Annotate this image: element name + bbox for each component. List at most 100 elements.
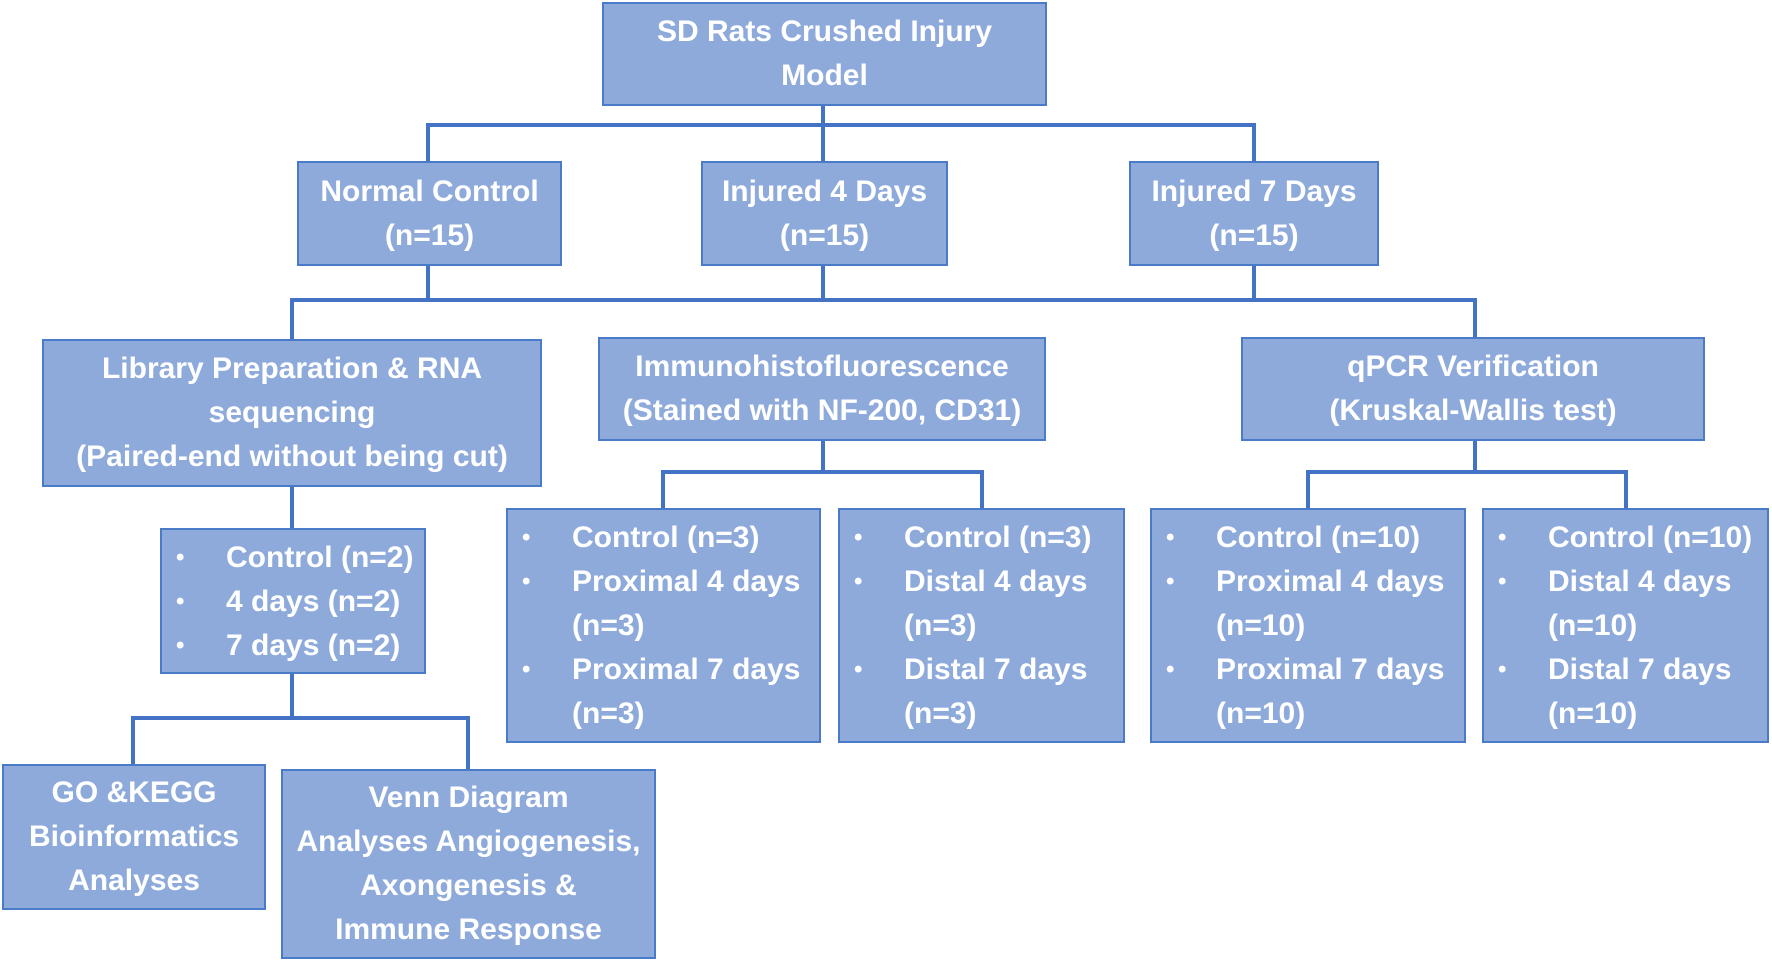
method-line-2: sequencing: [208, 396, 376, 429]
list-item-text: Proximal 7 days: [572, 653, 801, 686]
list-item-count: (n=3): [904, 609, 977, 642]
list-item: • Control (n=3): [522, 516, 800, 560]
list-item-text: Proximal 4 days: [572, 565, 801, 598]
connector-root-to-groups: [426, 104, 1256, 163]
list-box-qpcr-proximal: • Control (n=10) • Proximal 4 days (n=10) •…: [1150, 508, 1466, 743]
list-item-text: Control (n=10): [1548, 521, 1753, 554]
bullet-icon: •: [522, 568, 531, 595]
list-item-text: Control (n=3): [572, 521, 760, 554]
group-box-normal-control: Normal Control (n=15): [297, 161, 562, 266]
list-item: • Control (n=10): [1166, 516, 1444, 560]
group-box-injured-4-days: Injured 4 Days (n=15): [701, 161, 948, 266]
list-item: • Distal 7 days (n=3): [854, 648, 1092, 736]
list-item-count: (n=3): [904, 697, 977, 730]
bullet-icon: •: [1498, 524, 1507, 551]
method-line-2: (Stained with NF-200, CD31): [622, 394, 1022, 427]
bullet-list: • Control (n=10) • Proximal 4 days (n=10) •…: [1166, 516, 1444, 736]
list-item-text: 7 days (n=2): [226, 629, 401, 662]
bullet-icon: •: [1498, 568, 1507, 595]
bullet-icon: •: [522, 524, 531, 551]
list-item-text: Proximal 4 days: [1216, 565, 1445, 598]
list-item-text: Control (n=2): [226, 541, 414, 574]
bullet-icon: •: [854, 568, 863, 595]
list-item-text: Control (n=10): [1216, 521, 1421, 554]
analysis-line-3: Analyses: [68, 864, 200, 897]
root-line-2: Model: [781, 59, 868, 92]
method-box-rna-sequencing: Library Preparation & RNA sequencing (Pa…: [42, 339, 542, 487]
method-line-2: (Kruskal-Wallis test): [1329, 394, 1617, 427]
method-box-immunohistofluorescence: Immunohistofluorescence (Stained with NF…: [598, 337, 1046, 441]
bullet-icon: •: [1166, 524, 1175, 551]
list-item-text: Proximal 7 days: [1216, 653, 1445, 686]
group-label: Normal Control: [320, 174, 539, 208]
group-box-injured-7-days: Injured 7 Days (n=15): [1129, 161, 1379, 266]
bullet-icon: •: [1498, 656, 1507, 683]
list-item-count: (n=10): [1216, 609, 1306, 642]
list-item: • Distal 4 days (n=3): [854, 560, 1092, 648]
root-line-1: SD Rats Crushed Injury: [656, 15, 993, 48]
bullet-icon: •: [854, 524, 863, 551]
list-item: • Control (n=10): [1498, 516, 1752, 560]
group-count: (n=15): [1209, 218, 1299, 252]
connector-groups-to-methods: [290, 264, 1477, 341]
analysis-line-3: Axongenesis &: [360, 869, 577, 902]
list-item-text: Distal 7 days: [1548, 653, 1732, 686]
connector-qpcr-to-panels: [1306, 439, 1628, 510]
analysis-line-2: Analyses Angiogenesis,: [296, 825, 641, 858]
bullet-list: • Control (n=3) • Distal 4 days (n=3) • Dist…: [854, 516, 1092, 736]
method-line-3: (Paired-end without being cut): [76, 440, 508, 473]
bullet-list: •Control (n=2) • 4 days (n=2) • 7 days (n=…: [176, 536, 414, 668]
method-box-qpcr-verification: qPCR Verification (Kruskal-Wallis test): [1241, 337, 1705, 441]
list-item: • Distal 4 days (n=10): [1498, 560, 1752, 648]
group-count: (n=15): [384, 218, 475, 252]
list-item-text: Distal 4 days: [904, 565, 1088, 598]
method-line-1: Library Preparation & RNA: [101, 352, 483, 385]
group-label: Injured 4 Days: [721, 174, 928, 208]
list-item: • Proximal 4 days (n=3): [522, 560, 800, 648]
connector-ihf-to-panels: [661, 439, 984, 510]
list-item: • Proximal 4 days (n=10): [1166, 560, 1444, 648]
list-item: • 7 days (n=2): [176, 624, 414, 668]
list-box-ihf-distal: • Control (n=3) • Distal 4 days (n=3) • Dist…: [838, 508, 1125, 743]
method-line-1: Immunohistofluorescence: [635, 350, 1009, 383]
list-item-count: (n=3): [572, 697, 645, 730]
root-box-model: SD Rats Crushed Injury Model: [602, 2, 1047, 106]
list-item: • Proximal 7 days (n=10): [1166, 648, 1444, 736]
analysis-box-venn-diagram: Venn Diagram Analyses Angiogenesis, Axon…: [281, 769, 656, 959]
bullet-icon: •: [1166, 656, 1175, 683]
list-item: • 4 days (n=2): [176, 580, 414, 624]
bullet-icon: •: [176, 588, 185, 615]
bullet-list: • Control (n=3) • Proximal 4 days (n=3) • Pr…: [522, 516, 800, 736]
analysis-box-go-kegg: GO &KEGG Bioinformatics Analyses: [2, 764, 266, 910]
list-item: • Proximal 7 days (n=3): [522, 648, 800, 736]
bullet-icon: •: [854, 656, 863, 683]
analysis-line-1: Venn Diagram: [368, 781, 569, 814]
list-box-qpcr-distal: • Control (n=10) • Distal 4 days (n=10) • Di…: [1482, 508, 1769, 743]
list-item: • Control (n=3): [854, 516, 1092, 560]
list-item: • Distal 7 days (n=10): [1498, 648, 1752, 736]
analysis-line-1: GO &KEGG: [51, 776, 217, 809]
bullet-icon: •: [522, 656, 531, 683]
analysis-line-2: Bioinformatics: [28, 820, 240, 853]
list-box-rnaseq-samples: •Control (n=2) • 4 days (n=2) • 7 days (n=…: [160, 528, 426, 674]
analysis-line-4: Immune Response: [335, 913, 602, 946]
list-item-text: Control (n=3): [904, 521, 1092, 554]
list-item-text: Distal 4 days: [1548, 565, 1732, 598]
list-box-ihf-proximal: • Control (n=3) • Proximal 4 days (n=3) • Pr…: [506, 508, 821, 743]
connector-samples-to-analyses: [131, 672, 470, 771]
list-item-text: Distal 7 days: [904, 653, 1088, 686]
list-item-count: (n=10): [1548, 609, 1638, 642]
list-item-count: (n=3): [572, 609, 645, 642]
list-item-count: (n=10): [1548, 697, 1638, 730]
list-item-count: (n=10): [1216, 697, 1306, 730]
list-item: •Control (n=2): [176, 536, 414, 580]
list-item-text: 4 days (n=2): [226, 585, 401, 618]
group-label: Injured 7 Days: [1151, 174, 1357, 208]
method-line-1: qPCR Verification: [1347, 350, 1599, 383]
bullet-list: • Control (n=10) • Distal 4 days (n=10) • Di…: [1498, 516, 1752, 736]
bullet-icon: •: [176, 632, 185, 659]
bullet-icon: •: [1166, 568, 1175, 595]
group-count: (n=15): [779, 218, 870, 252]
